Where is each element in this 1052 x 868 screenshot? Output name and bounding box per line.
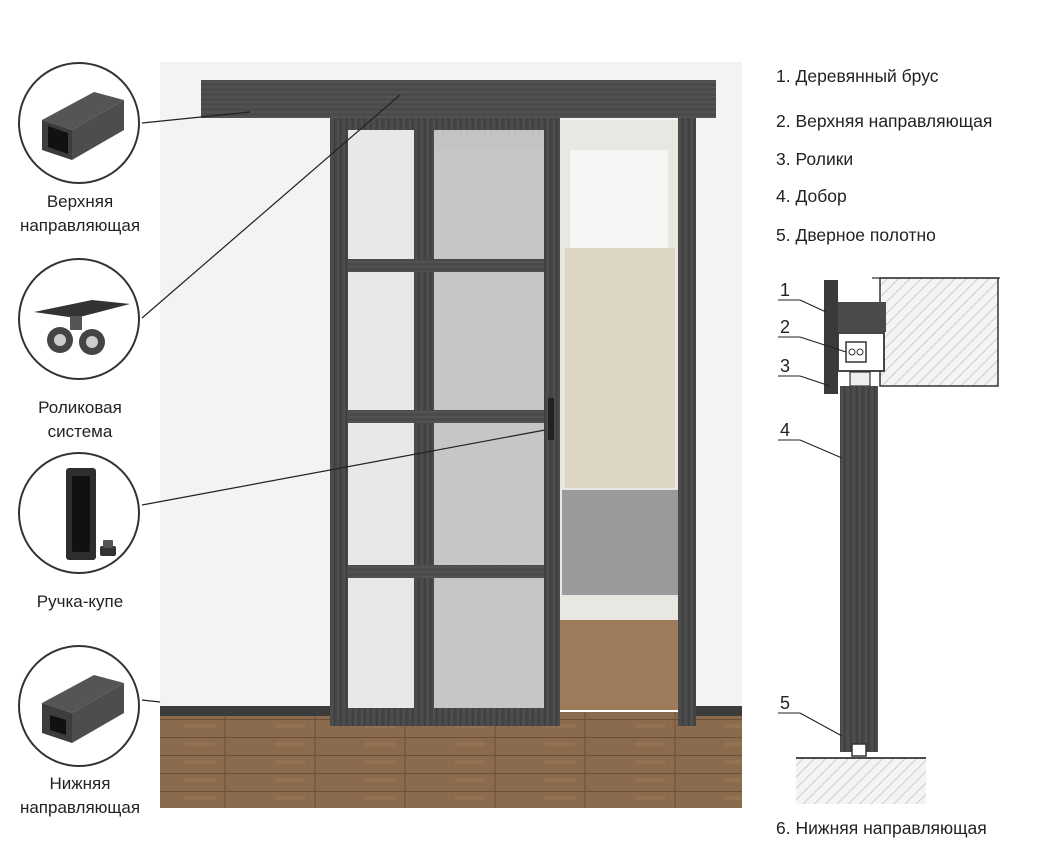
leader-handle [141, 429, 546, 506]
legend-num-6: 6. [776, 818, 791, 838]
muntin-2 [348, 410, 544, 423]
bottom-rail-caption: Нижняя направляющая [0, 772, 160, 820]
legend-item-5: 5. Дверное полотно [776, 225, 936, 246]
legend-label-2: Верхняя направляющая [795, 111, 993, 131]
section-door-leaf [840, 386, 878, 752]
muntin-3 [348, 565, 544, 578]
section-number-2: 2 [780, 317, 791, 337]
curtain [565, 248, 675, 488]
door-handle-caption: Ручка-купе [0, 590, 160, 614]
legend-label-1: Деревянный брус [795, 66, 939, 86]
baseboard-right [695, 706, 742, 716]
legend-label-3: Ролики [795, 149, 854, 169]
glass-room-view [434, 150, 544, 708]
legend-num-1: 1. [776, 66, 791, 86]
roller-system-icon [34, 300, 130, 355]
legend-label-6: Нижняя направляющая [795, 818, 987, 838]
top-rail-callout [18, 62, 140, 184]
legend-num-5: 5. [776, 225, 791, 245]
door-jamb-right [678, 118, 696, 726]
legend-label-5: Дверное полотно [795, 225, 936, 245]
section-wooden-bar [824, 280, 838, 394]
leader-top-rail [141, 111, 251, 124]
roller-system-callout [18, 258, 140, 380]
section-number-4: 4 [780, 420, 791, 440]
top-rail-caption-line1: Верхняя [46, 192, 114, 211]
bottom-rail-callout [18, 645, 140, 767]
roller-system-caption-line2: система [47, 422, 113, 441]
bottom-rail-profile-icon [42, 675, 124, 743]
legend-num-4: 4. [776, 186, 791, 206]
section-number-5: 5 [780, 693, 791, 713]
door-handle-caption-line1: Ручка-купе [36, 592, 124, 611]
door-handle-callout [18, 452, 140, 574]
top-beam [201, 80, 716, 118]
roller-system-caption-line1: Роликовая [38, 398, 122, 417]
section-number-3: 3 [780, 356, 791, 376]
leader-roller [141, 94, 401, 319]
room-floor [560, 620, 678, 710]
floor-section [796, 758, 926, 804]
legend-label-4: Добор [795, 186, 847, 206]
door-handle-icon [66, 468, 116, 560]
legend-item-6: 6. Нижняя направляющая [776, 818, 987, 839]
legend-item-2: 2. Верхняя направляющая [776, 111, 992, 132]
legend-item-1: 1. Деревянный брус [776, 66, 939, 87]
muntin-1 [348, 259, 544, 272]
ceiling-section [879, 277, 999, 387]
baseboard-left [160, 706, 330, 716]
sofa [562, 490, 678, 595]
legend-num-2: 2. [776, 111, 791, 131]
bottom-rail-caption-line1: Нижняя [49, 774, 111, 793]
floor [160, 712, 742, 808]
legend-num-3: 3. [776, 149, 791, 169]
section-number-1: 1 [780, 280, 791, 300]
roller-system-caption: Роликовая система [0, 396, 160, 444]
top-rail-profile-icon [42, 92, 124, 160]
door-handle [548, 398, 554, 440]
legend-item-3: 3. Ролики [776, 149, 853, 170]
legend-item-4: 4. Добор [776, 186, 847, 207]
section-roller [849, 371, 871, 387]
bottom-rail-caption-line2: направляющая [19, 798, 141, 817]
top-rail-caption: Верхняя направляющая [0, 190, 160, 238]
top-rail-caption-line2: направляющая [19, 216, 141, 235]
leader-bottom-rail [141, 699, 161, 703]
section-bottom-guide [851, 743, 867, 757]
